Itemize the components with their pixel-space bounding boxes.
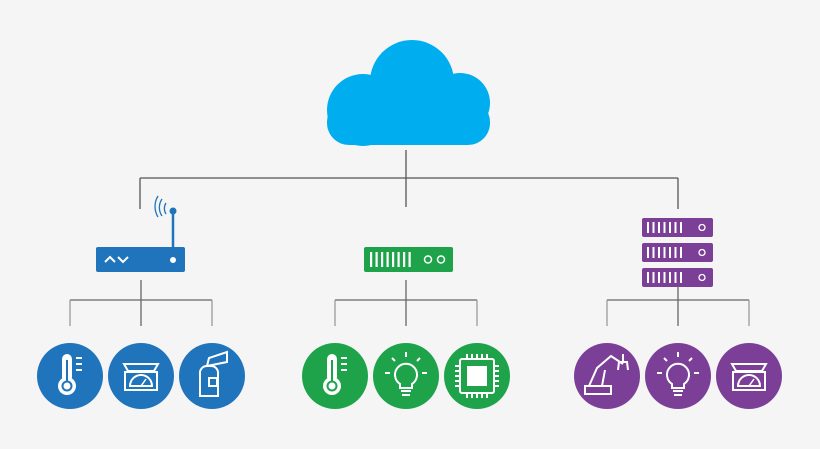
device-circle (373, 343, 439, 409)
switch-icon (364, 247, 453, 272)
device-circle (574, 343, 640, 409)
server-device-robot-arm-icon (574, 343, 640, 409)
cloud-icon (327, 40, 490, 146)
router-icon (96, 195, 185, 272)
server-connector (606, 286, 750, 326)
server-device-lightbulb-icon (645, 343, 711, 409)
device-circle (179, 343, 245, 409)
device-circle (645, 343, 711, 409)
switch-connector (334, 280, 478, 326)
server-device-scale-icon (716, 343, 782, 409)
switch-device-lightbulb-icon (373, 343, 439, 409)
router-device-thermometer-icon (37, 343, 103, 409)
cloud-connector (139, 150, 679, 209)
switch-device-chip-icon (444, 343, 510, 409)
switch-device-thermometer-icon (302, 343, 368, 409)
router-connector (69, 280, 213, 326)
router-device-fire-extinguisher-icon (179, 343, 245, 409)
server-icon (642, 218, 713, 287)
router-device-scale-icon (108, 343, 174, 409)
